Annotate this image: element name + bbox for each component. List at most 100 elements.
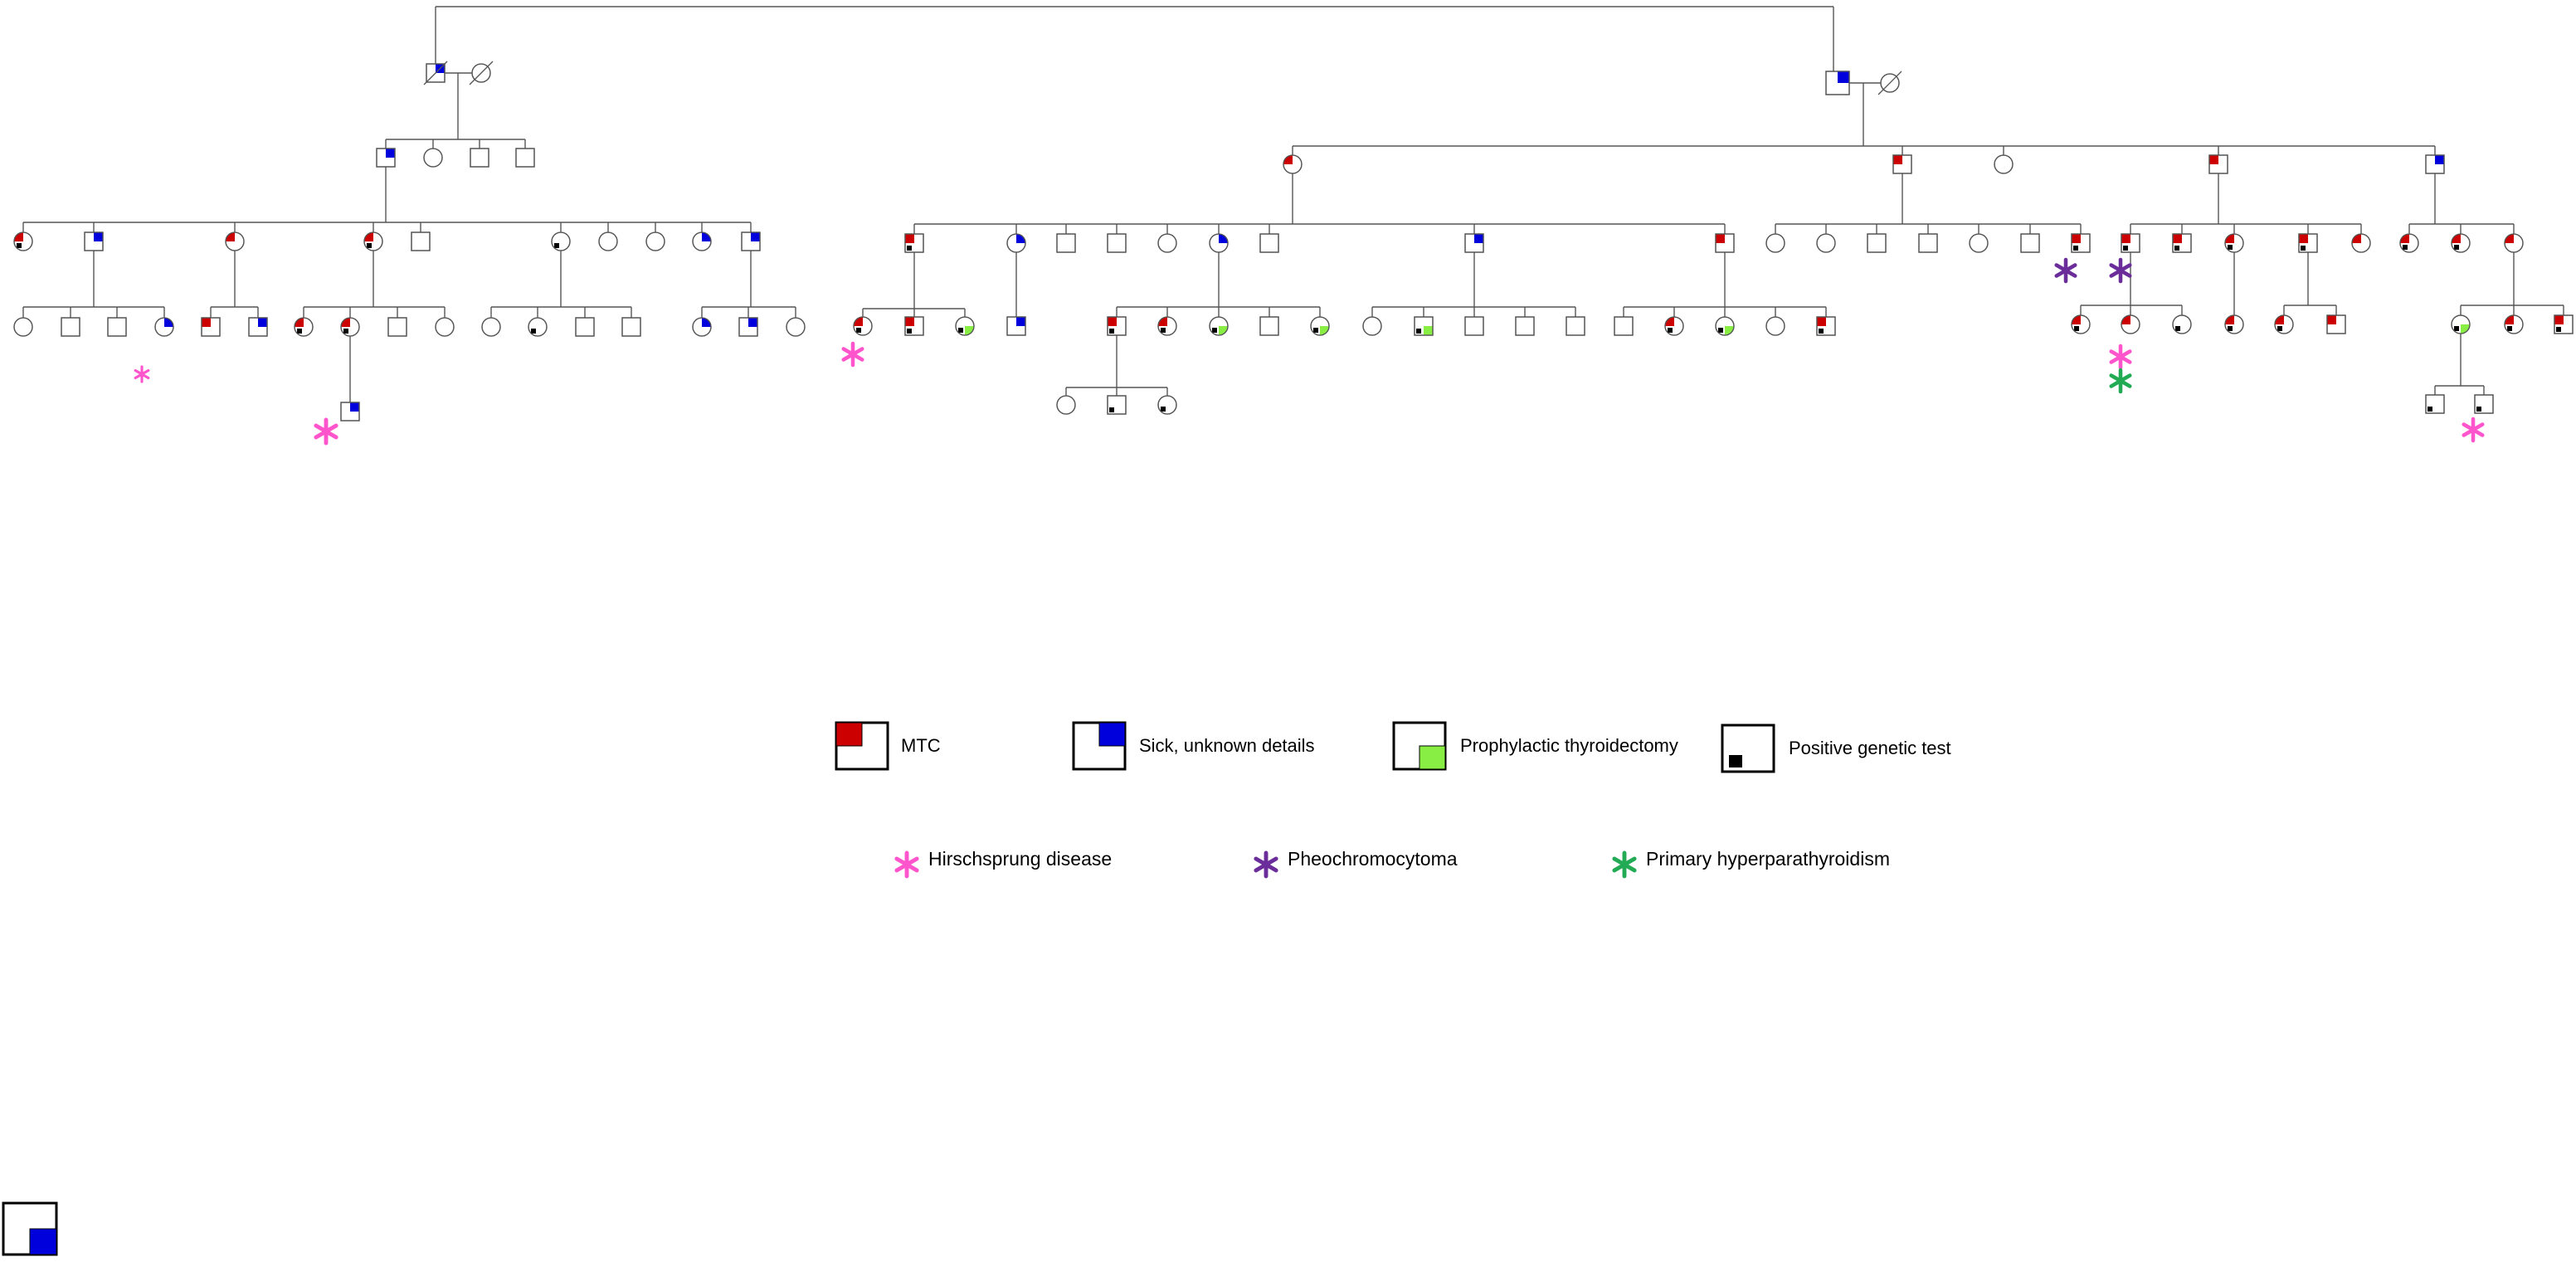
male-individual xyxy=(904,316,924,336)
female-individual xyxy=(2224,233,2244,253)
legend-label-hirschsprung: Hirschsprung disease xyxy=(928,848,1112,870)
male-individual xyxy=(515,148,535,168)
female-individual xyxy=(2504,314,2524,334)
female-individual xyxy=(2224,314,2244,334)
male-individual xyxy=(1715,233,1735,253)
male-individual xyxy=(1867,233,1887,253)
male-individual xyxy=(1566,316,1585,336)
male-individual xyxy=(1825,71,1850,95)
female-individual xyxy=(469,61,494,85)
male-individual xyxy=(1918,233,1938,253)
female-individual xyxy=(1283,154,1303,174)
female-individual xyxy=(645,231,665,251)
legend-item-sick-unknown: Sick, unknown details xyxy=(1072,721,1315,771)
female-individual xyxy=(853,316,873,336)
male-individual xyxy=(2554,314,2574,334)
male-individual xyxy=(2425,394,2445,414)
male-individual xyxy=(2425,154,2445,174)
female-individual xyxy=(2071,314,2091,334)
male-individual xyxy=(411,231,431,251)
male-individual xyxy=(2298,233,2318,253)
female-individual xyxy=(294,317,314,337)
male-individual xyxy=(1816,316,1836,336)
male-individual xyxy=(1107,233,1127,253)
male-individual xyxy=(1464,233,1484,253)
female-individual xyxy=(692,231,712,251)
hirschsprung-asterisk-icon xyxy=(134,365,150,383)
male-individual xyxy=(340,402,360,421)
female-individual xyxy=(1362,316,1382,336)
male-individual xyxy=(248,317,268,337)
male-individual xyxy=(423,61,448,85)
hirschsprung-asterisk-icon xyxy=(2109,344,2132,370)
female-individual xyxy=(1209,233,1229,253)
hyperparathyroidism-asterisk-icon xyxy=(2109,368,2132,394)
male-individual xyxy=(2326,314,2346,334)
hirschsprung-asterisk-icon xyxy=(894,850,919,879)
hirschsprung-asterisk-icon xyxy=(2462,417,2485,443)
male-individual xyxy=(84,231,104,251)
male-individual xyxy=(2071,233,2091,253)
female-individual xyxy=(2351,233,2371,253)
female-individual xyxy=(2451,233,2471,253)
female-individual xyxy=(363,231,383,251)
female-individual xyxy=(1994,154,2014,174)
legend-label-sick-unknown: Sick, unknown details xyxy=(1139,735,1315,756)
legend-label-genetic-test: Positive genetic test xyxy=(1789,738,1951,758)
female-individual xyxy=(1765,233,1785,253)
female-individual xyxy=(955,316,975,336)
female-individual xyxy=(551,231,571,251)
female-individual xyxy=(225,231,245,251)
pheochromocytoma-asterisk-icon xyxy=(2054,257,2077,284)
male-individual xyxy=(1107,316,1127,336)
male-individual xyxy=(621,317,641,337)
female-individual xyxy=(692,317,712,337)
hirschsprung-asterisk-icon xyxy=(314,417,338,446)
female-individual xyxy=(1877,71,1902,95)
female-individual xyxy=(154,317,174,337)
pedigree-individuals xyxy=(13,61,2574,421)
female-individual xyxy=(435,317,455,337)
male-individual xyxy=(1107,395,1127,415)
male-individual xyxy=(1892,154,1912,174)
male-individual xyxy=(201,317,221,337)
female-individual xyxy=(1310,316,1330,336)
male-individual xyxy=(107,317,127,337)
female-individual xyxy=(598,231,618,251)
pedigree-lines xyxy=(22,6,2564,402)
male-individual xyxy=(1614,316,1634,336)
hyperparathyroidism-asterisk-icon xyxy=(1612,850,1637,879)
male-individual xyxy=(1056,233,1076,253)
legend-item-pheochromocytoma: Pheochromocytoma xyxy=(1254,848,1458,879)
legend-item-hyperparathyroidism: Primary hyperparathyroidism xyxy=(1612,848,1890,879)
female-individual xyxy=(1816,233,1836,253)
female-individual xyxy=(1969,233,1989,253)
female-individual xyxy=(2172,314,2192,334)
female-individual xyxy=(13,317,33,337)
female-individual xyxy=(340,317,360,337)
male-individual xyxy=(2172,233,2192,253)
female-individual xyxy=(1715,316,1735,336)
male-individual xyxy=(575,317,595,337)
male-individual xyxy=(1464,316,1484,336)
male-individual xyxy=(2208,154,2228,174)
female-individual xyxy=(1664,316,1684,336)
legend: MTC Sick, unknown details Prophylactic t… xyxy=(2,721,1951,1256)
female-individual xyxy=(1157,233,1177,253)
male-individual xyxy=(61,317,80,337)
legend-item-genetic-test: Positive genetic test xyxy=(1721,724,1951,773)
female-individual xyxy=(2274,314,2294,334)
stray-sick-unknown-symbol xyxy=(2,1201,58,1256)
male-individual xyxy=(1515,316,1535,336)
male-individual xyxy=(1414,316,1434,336)
male-individual xyxy=(1259,316,1279,336)
female-individual xyxy=(2399,233,2419,253)
male-individual xyxy=(738,317,758,337)
male-individual xyxy=(376,148,396,168)
female-individual xyxy=(2504,233,2524,253)
male-individual xyxy=(1259,233,1279,253)
female-individual xyxy=(481,317,501,337)
female-individual xyxy=(528,317,548,337)
female-individual xyxy=(2121,314,2140,334)
female-individual xyxy=(1006,233,1026,253)
